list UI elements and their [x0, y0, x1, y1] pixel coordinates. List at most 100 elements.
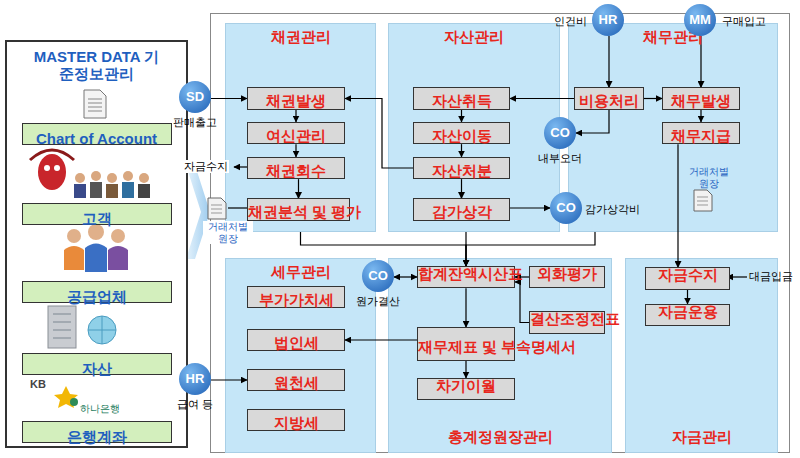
module-circle: SD판매출고 — [179, 81, 211, 113]
document-icon — [694, 190, 712, 211]
note-label: 거래처별 원장 — [684, 166, 734, 189]
node-text: HR — [186, 372, 205, 387]
module-circle: HR급여 등 — [179, 363, 211, 395]
process-box: 채권발생 — [247, 87, 345, 109]
note-label: KB — [30, 378, 46, 391]
flow-arrow — [608, 36, 609, 87]
note-label: 자금수지 — [183, 160, 229, 173]
flow-arrow — [345, 339, 417, 340]
flow-arrow — [466, 232, 595, 266]
node-text: 채권발생 — [248, 92, 344, 109]
node-text: 합계잔액시산표 — [418, 265, 514, 282]
flow-arrow — [576, 110, 609, 133]
process-box: 합계잔액시산표 — [417, 266, 515, 288]
node-text: 자금관리 — [626, 428, 777, 447]
flow-arrow — [687, 290, 688, 304]
node-text: 법인세 — [248, 334, 344, 351]
process-box: 외화평가 — [529, 266, 605, 288]
process-box: 감가상각 — [413, 198, 510, 220]
node-text: CO — [550, 126, 570, 141]
process-box: 부가가치세 — [247, 286, 345, 308]
node-text: 채권분석 및 평가 — [248, 203, 349, 220]
flow-arrow — [301, 232, 467, 266]
node-text: 은행계좌 — [27, 428, 167, 445]
module-circle: CO원가결산 — [362, 260, 394, 292]
process-box: 채권회수 — [247, 157, 345, 179]
master-data-item: 공급업체 — [22, 281, 172, 303]
flow-arrow — [644, 98, 662, 99]
process-box: 재무제표 및 부속명세서 — [417, 327, 515, 361]
node-text: 공급업체 — [27, 288, 167, 305]
node-caption: 감가상각비 — [585, 202, 640, 217]
master-icons — [30, 90, 150, 408]
node-caption: 구매입고 — [722, 14, 766, 29]
note-label: 대금입금 — [749, 270, 793, 283]
node-text: Chart of Account — [27, 130, 167, 147]
node-caption: 인건비 — [554, 14, 587, 29]
node-text: MM — [689, 13, 711, 28]
node-text: 차기이월 — [418, 377, 514, 394]
master-data-item: 고객 — [22, 203, 172, 225]
flow-arrow — [465, 361, 466, 378]
process-box: 결산조정전표 — [529, 311, 605, 333]
master-data-item: Chart of Account — [22, 123, 172, 145]
flow-arrow — [461, 110, 462, 122]
node-text: 채무지급 — [663, 127, 739, 144]
flow-arrow — [295, 144, 296, 157]
flow-arrow — [461, 179, 462, 198]
process-box: 채무지급 — [662, 122, 740, 144]
main-frame — [211, 14, 790, 453]
node-text: HR — [599, 13, 618, 28]
node-text: SD — [186, 90, 204, 105]
stub-line — [228, 207, 250, 208]
module-panel: 자산관리자산취득자산이동자산처분감가상각 — [388, 23, 560, 232]
module-panel: 세무관리부가가치세법인세원천세지방세 — [225, 258, 376, 453]
flow-arrow — [515, 276, 529, 277]
node-text: CO — [556, 201, 576, 216]
node-text: 지방세 — [248, 414, 344, 431]
module-circle: CO내부오더 — [544, 117, 576, 149]
stub-arrow — [727, 276, 747, 277]
node-caption: 내부오더 — [538, 151, 582, 166]
node-text: 자산처분 — [414, 162, 509, 179]
process-box: 원천세 — [247, 369, 345, 391]
note-label: 하나은행 — [80, 403, 120, 415]
master-data-item: 자산 — [22, 353, 172, 375]
process-box: 채권분석 및 평가 — [247, 198, 350, 220]
process-box: 자산이동 — [413, 122, 510, 144]
process-box: 자산처분 — [413, 157, 510, 179]
node-caption: 판매출고 — [173, 115, 217, 130]
process-box: 차기이월 — [417, 378, 515, 400]
flow-arrow — [510, 98, 574, 99]
module-circle: MM구매입고 — [684, 4, 716, 36]
flow-arrow — [677, 144, 678, 267]
node-text: 채권회수 — [248, 162, 344, 179]
process-box: 자금수지 — [645, 267, 730, 289]
module-panel: 자금관리 자금수지자금운용 — [625, 258, 778, 453]
process-box: 자금운용 — [645, 304, 730, 326]
module-panel: 총계정원장관리합계잔액시산표외화평가결산조정전표재무제표 및 부속명세서차기이월 — [388, 258, 612, 453]
node-text: 자산 — [27, 360, 167, 377]
node-text: 고객 — [27, 210, 167, 227]
process-box: 채무발생 — [662, 87, 740, 109]
process-box: 지방세 — [247, 409, 345, 431]
node-text: 자금수지 — [646, 266, 729, 283]
process-box: 비용처리 — [574, 87, 644, 109]
node-text: 부가가치세 — [248, 291, 344, 308]
flow-arrow — [510, 207, 550, 208]
node-text: 재무제표 및 부속명세서 — [418, 338, 514, 355]
node-text: 결산조정전표 — [530, 310, 604, 327]
flow-arrow — [394, 276, 417, 277]
module-circle: CO감가상각비 — [550, 192, 582, 224]
node-text: 세무관리 — [226, 263, 375, 282]
node-text: MASTER DATA 기준정보관리 — [27, 48, 167, 83]
node-text: 여신관리 — [248, 127, 344, 144]
node-text: 외화평가 — [530, 265, 604, 282]
node-text: 자금운용 — [646, 303, 729, 320]
node-text: 원천세 — [248, 374, 344, 391]
stub-lines — [228, 167, 747, 277]
process-box: 여신관리 — [247, 122, 345, 144]
node-text: 자산이동 — [414, 127, 509, 144]
flow-arrow — [211, 379, 247, 380]
document-icon — [208, 198, 226, 219]
